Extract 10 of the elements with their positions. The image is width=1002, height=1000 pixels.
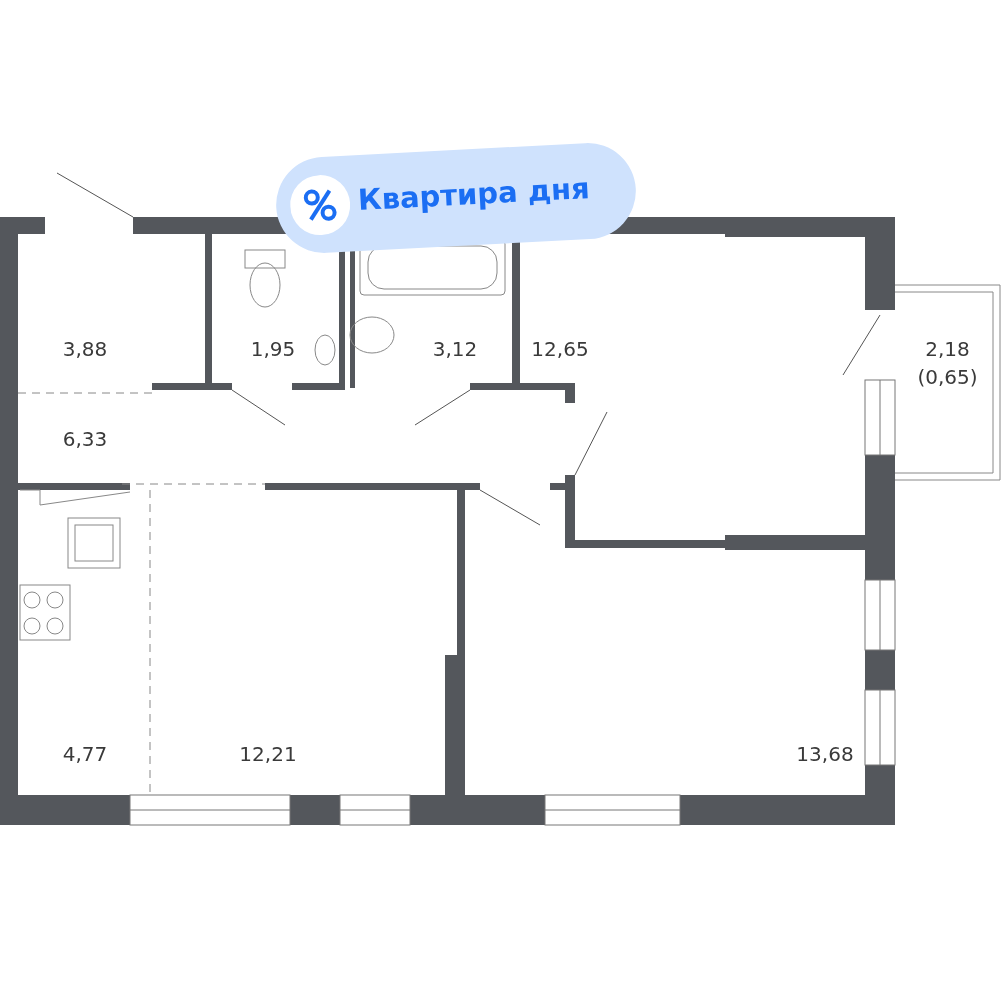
area-label: 3,12: [431, 336, 479, 363]
area-label: 13,68: [795, 741, 855, 768]
area-label: 2,18 (0,65): [916, 336, 979, 391]
area-label: 1,95: [249, 336, 297, 363]
area-label: 12,65: [530, 336, 590, 363]
area-label: 4,77: [61, 741, 109, 768]
area-label: 6,33: [61, 426, 109, 453]
promo-label: Квартира дня: [357, 171, 591, 218]
area-label: 12,21: [238, 741, 298, 768]
area-label: 3,88: [61, 336, 109, 363]
